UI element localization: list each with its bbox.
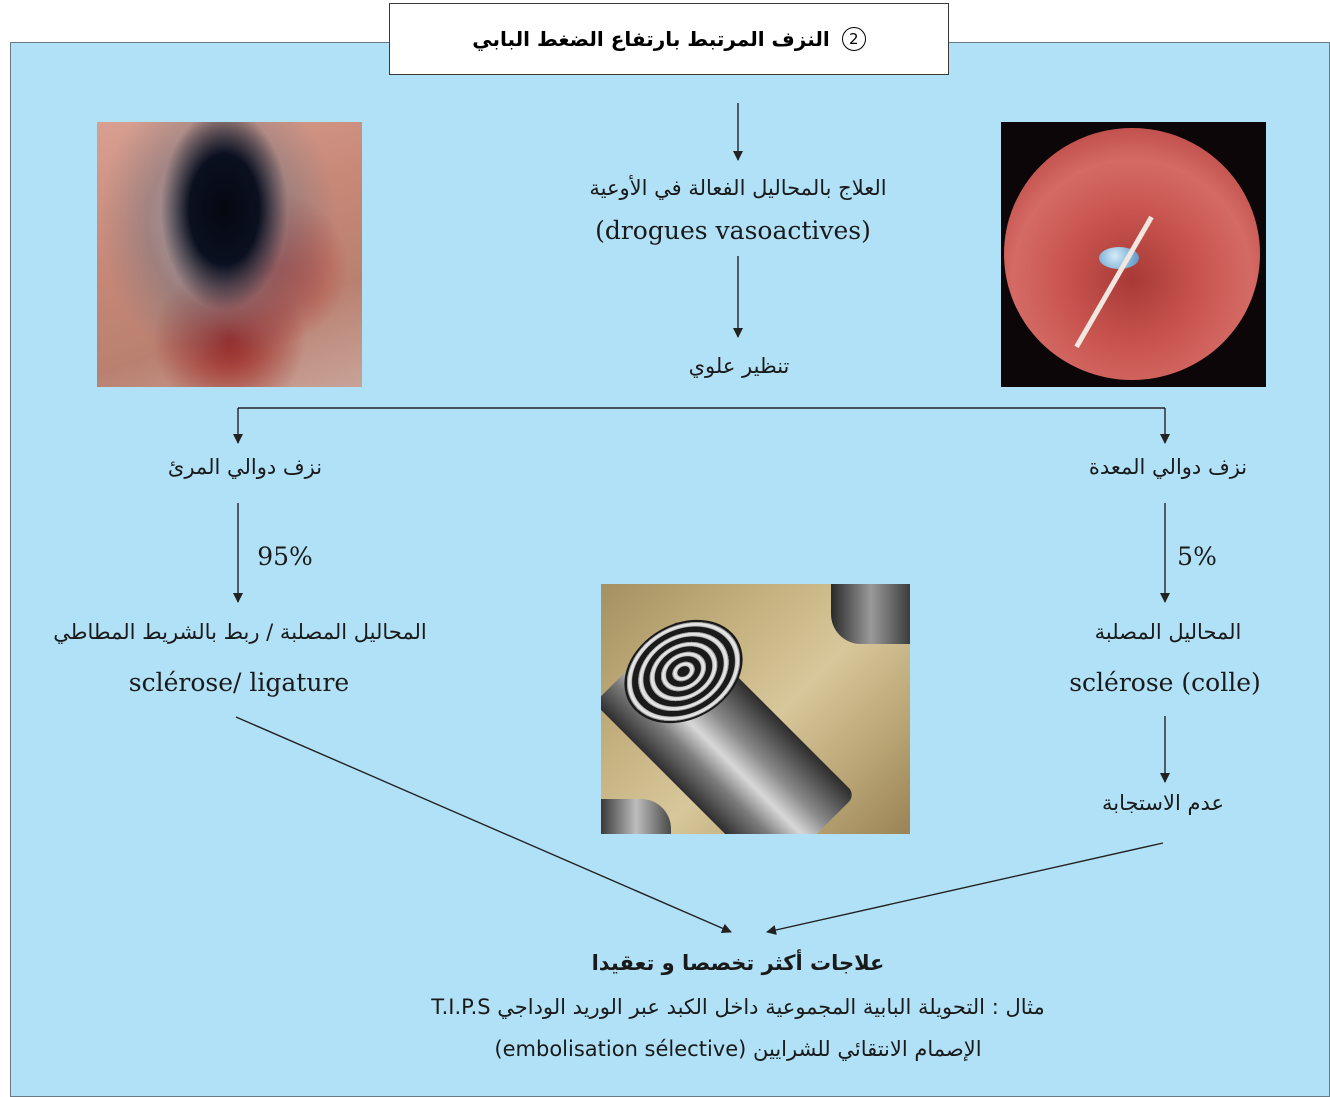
gastric-varices-photo xyxy=(1001,122,1266,387)
diagram-title: 2 النزف المرتبط بارتفاع الضغط البابي xyxy=(389,3,949,75)
gastric-treatment-ar: المحاليل المصلبة xyxy=(1095,622,1242,643)
gastric-bleeding: نزف دوالي المعدة xyxy=(1089,457,1247,478)
esophageal-treatment-fr: sclérose/ ligature xyxy=(129,670,349,695)
final-example-line1: مثال : التحويلة البابية المجموعية داخل ا… xyxy=(431,997,1044,1018)
ligation-device-photo xyxy=(601,584,910,834)
title-number: 2 xyxy=(842,27,866,51)
gastric-percentage: 5% xyxy=(1177,544,1217,569)
esophageal-percentage: 95% xyxy=(257,544,313,569)
device-bottom-left xyxy=(601,799,671,834)
esophageal-bleeding: نزف دوالي المرئ xyxy=(168,457,322,478)
esophageal-varices-photo xyxy=(97,122,362,387)
final-example-line2: الإصمام الانتقائي للشرايين (embolisation… xyxy=(494,1039,981,1060)
device-top-right xyxy=(831,584,910,644)
vasoactive-fr: (drogues vasoactives) xyxy=(595,218,871,243)
final-title: علاجات أكثر تخصصا و تعقيدا xyxy=(592,953,885,974)
vasoactive-ar: العلاج بالمحاليل الفعالة في الأوعية xyxy=(589,178,886,199)
gastric-treatment-fr: sclérose (colle) xyxy=(1069,670,1261,695)
esophageal-treatment-ar: المحاليل المصلبة / ربط بالشريط المطاطي xyxy=(53,622,426,643)
title-text: النزف المرتبط بارتفاع الضغط البابي xyxy=(472,27,830,51)
endoscopy: تنظير علوي xyxy=(689,356,790,377)
no-response: عدم الاستجابة xyxy=(1102,793,1224,814)
